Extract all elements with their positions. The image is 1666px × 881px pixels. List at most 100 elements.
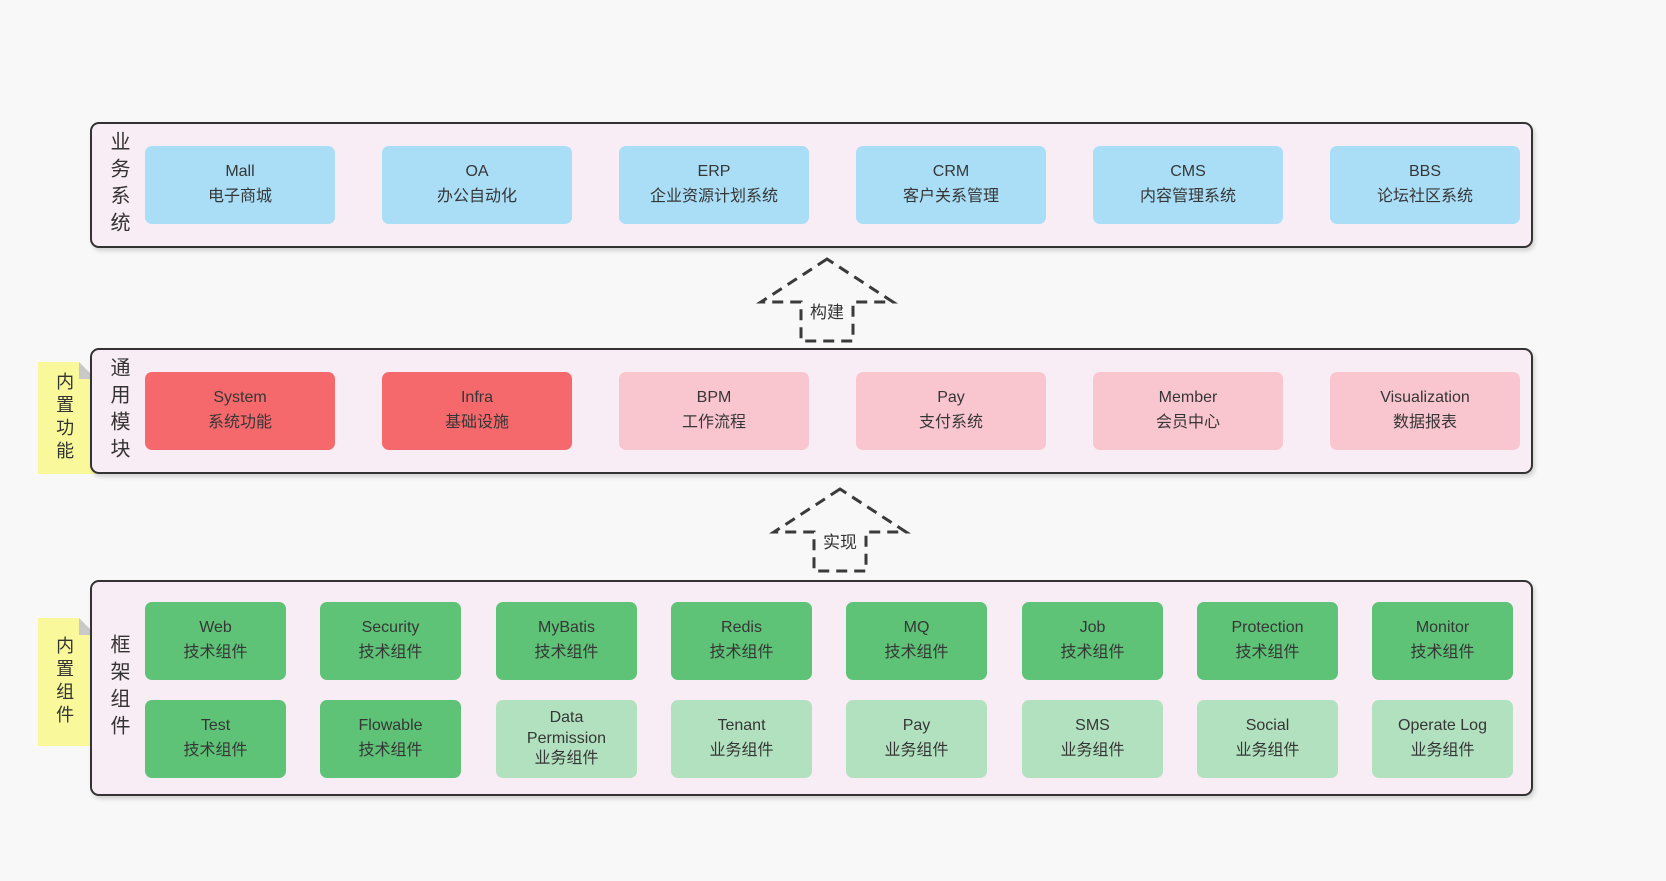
arrow-implement-label: 实现 (819, 526, 861, 555)
box-name: Member (1158, 389, 1218, 407)
box-pay-system: Pay 支付系统 (856, 372, 1046, 450)
box-operate-log: Operate Log 业务组件 (1372, 700, 1513, 778)
box-name: Test (200, 717, 231, 735)
box-name: Mall (225, 163, 255, 181)
box-desc: 数据报表 (1392, 414, 1457, 431)
box-crm: CRM 客户关系管理 (856, 146, 1046, 224)
layer-label-common-modules: 通用模块 (107, 357, 129, 465)
sticky-note-label: 内置组件 (54, 636, 75, 728)
box-member: Member 会员中心 (1093, 372, 1283, 450)
box-flowable: Flowable 技术组件 (320, 700, 461, 778)
box-name: ERP (697, 163, 731, 181)
box-social: Social 业务组件 (1197, 700, 1338, 778)
box-mall: Mall 电子商城 (145, 146, 335, 224)
box-mq: MQ 技术组件 (846, 602, 987, 680)
box-desc: 支付系统 (918, 414, 983, 431)
box-name: Flowable (358, 717, 423, 735)
box-name: MQ (903, 619, 930, 637)
box-name: BBS (1408, 163, 1441, 181)
box-tenant: Tenant 业务组件 (671, 700, 812, 778)
box-desc: 会员中心 (1155, 414, 1220, 431)
box-desc: 技术组件 (1235, 644, 1300, 661)
box-data-permission: Data Permission 业务组件 (496, 700, 637, 778)
sticky-note-label: 内置功能 (54, 372, 75, 464)
box-security: Security 技术组件 (320, 602, 461, 680)
box-name: CRM (932, 163, 970, 181)
box-name: Protection (1231, 619, 1304, 637)
box-name: OA (465, 163, 489, 181)
box-desc: 工作流程 (681, 414, 746, 431)
box-desc: 客户关系管理 (902, 188, 999, 205)
sticky-note-built-in-features: 内置功能 (38, 362, 96, 474)
layer-framework-components: 框架组件 Web 技术组件 Security 技术组件 MyBatis 技术组件… (90, 580, 1533, 796)
box-name: Pay (937, 389, 965, 407)
box-mybatis: MyBatis 技术组件 (496, 602, 637, 680)
box-pay-component: Pay 业务组件 (846, 700, 987, 778)
box-name: Visualization (1380, 389, 1470, 407)
box-desc: 业务组件 (884, 742, 949, 759)
box-name: System (213, 389, 267, 407)
box-bbs: BBS 论坛社区系统 (1330, 146, 1520, 224)
box-cms: CMS 内容管理系统 (1093, 146, 1283, 224)
box-protection: Protection 技术组件 (1197, 602, 1338, 680)
box-desc: 技术组件 (709, 644, 774, 661)
box-desc: 技术组件 (1410, 644, 1475, 661)
layer-label-business-systems: 业务系统 (107, 131, 129, 239)
box-name: Data Permission (526, 708, 607, 747)
box-oa: OA 办公自动化 (382, 146, 572, 224)
box-redis: Redis 技术组件 (671, 602, 812, 680)
layer-business-systems: 业务系统 Mall 电子商城 OA 办公自动化 ERP 企业资源计划系统 CRM… (90, 122, 1533, 248)
box-name: Infra (460, 389, 493, 407)
layer-common-modules: 通用模块 System 系统功能 Infra 基础设施 BPM 工作流程 Pay… (90, 348, 1533, 474)
box-desc: 技术组件 (183, 742, 248, 759)
up-arrow-icon (768, 487, 912, 573)
box-desc: 业务组件 (1235, 742, 1300, 759)
box-desc: 系统功能 (207, 414, 272, 431)
box-monitor: Monitor 技术组件 (1372, 602, 1513, 680)
box-name: Job (1079, 619, 1106, 637)
box-name: Redis (721, 619, 762, 637)
box-visualization: Visualization 数据报表 (1330, 372, 1520, 450)
box-job: Job 技术组件 (1022, 602, 1163, 680)
box-desc: 电子商城 (207, 188, 272, 205)
box-sms: SMS 业务组件 (1022, 700, 1163, 778)
box-desc: 办公自动化 (436, 188, 517, 205)
arrow-build: 构建 (745, 256, 909, 344)
box-name: Security (361, 619, 420, 637)
box-erp: ERP 企业资源计划系统 (619, 146, 809, 224)
box-desc: 基础设施 (444, 414, 509, 431)
arrow-implement: 实现 (758, 486, 922, 574)
box-desc: 业务组件 (1410, 742, 1475, 759)
box-desc: 内容管理系统 (1139, 188, 1236, 205)
box-name: Operate Log (1398, 717, 1487, 735)
box-name: CMS (1170, 163, 1206, 181)
box-bpm: BPM 工作流程 (619, 372, 809, 450)
box-desc: 业务组件 (1060, 742, 1125, 759)
box-name: Web (199, 619, 232, 637)
box-desc: 技术组件 (183, 644, 248, 661)
box-desc: 业务组件 (534, 750, 599, 768)
box-name: Tenant (717, 717, 766, 735)
up-arrow-icon (755, 257, 899, 343)
box-infra: Infra 基础设施 (382, 372, 572, 450)
box-system: System 系统功能 (145, 372, 335, 450)
arrow-build-label: 构建 (806, 296, 848, 325)
box-desc: 技术组件 (358, 742, 423, 759)
box-desc: 论坛社区系统 (1376, 188, 1473, 205)
box-desc: 技术组件 (534, 644, 599, 661)
box-name: BPM (696, 389, 732, 407)
box-desc: 技术组件 (358, 644, 423, 661)
box-desc: 技术组件 (1060, 644, 1125, 661)
box-name: Pay (902, 717, 931, 735)
box-name: Monitor (1415, 619, 1470, 637)
box-desc: 技术组件 (884, 644, 949, 661)
sticky-note-built-in-components: 内置组件 (38, 618, 96, 746)
box-desc: 企业资源计划系统 (649, 188, 778, 205)
box-name: Social (1245, 717, 1290, 735)
layer-label-framework-components: 框架组件 (107, 634, 129, 742)
box-name: SMS (1075, 717, 1110, 735)
box-name: MyBatis (538, 619, 595, 637)
box-desc: 业务组件 (709, 742, 774, 759)
box-web: Web 技术组件 (145, 602, 286, 680)
